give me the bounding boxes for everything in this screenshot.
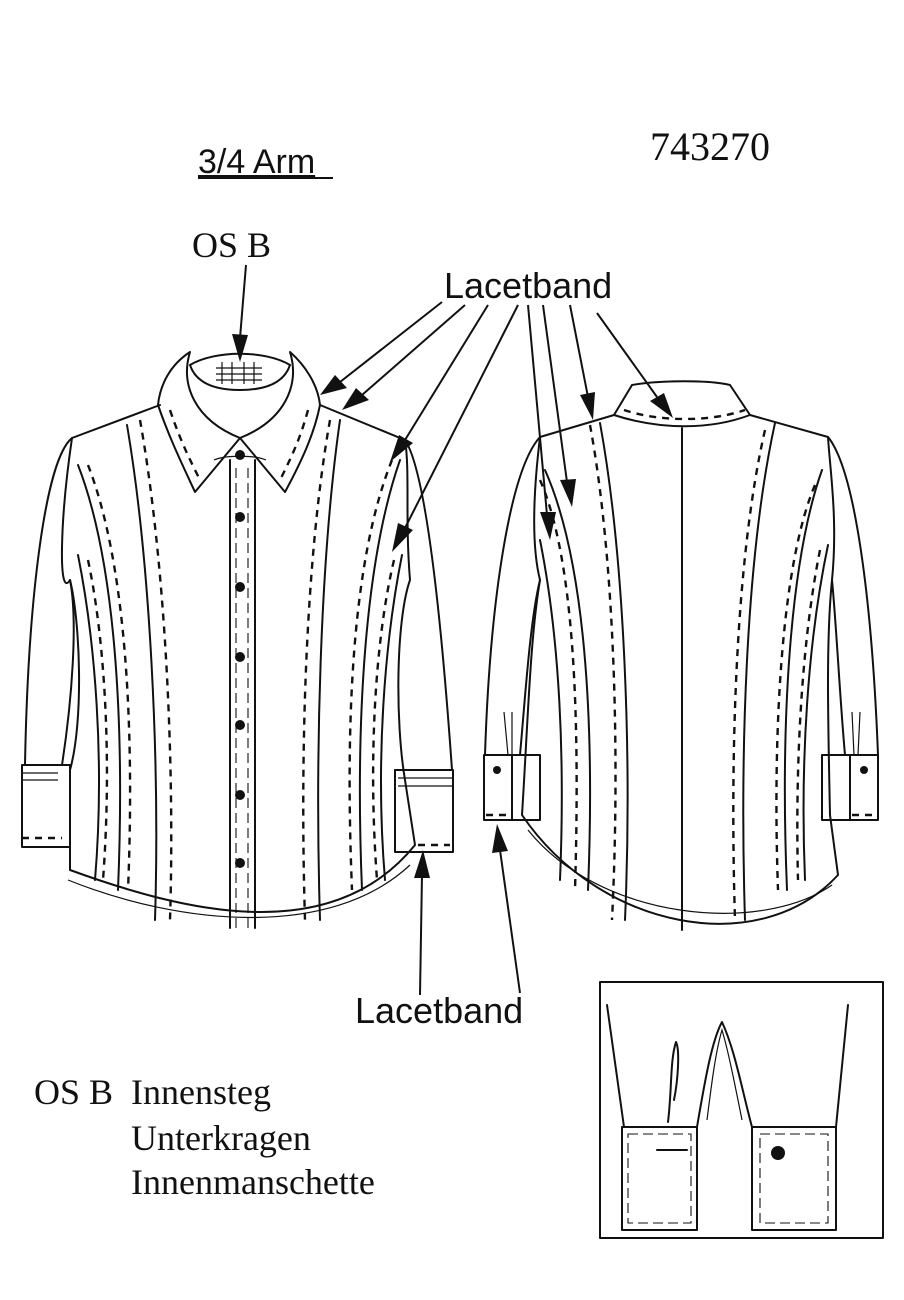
front-right-cuff <box>394 769 454 853</box>
back-collar <box>613 380 751 428</box>
os-b-label: OS B <box>192 225 271 265</box>
front-left-sleeve <box>24 437 75 766</box>
back-view <box>483 380 879 931</box>
note-innenmanschette: Innenmanschette <box>131 1162 375 1202</box>
note-unterkragen: Unterkragen <box>131 1118 311 1158</box>
front-buttons <box>235 450 245 868</box>
callout-arrows <box>232 264 673 996</box>
front-right-sleeve <box>394 439 453 771</box>
lacetband-label-top: Lacetband <box>444 265 612 306</box>
article-number: 743270 <box>650 124 770 169</box>
cuff-detail-left <box>621 1126 698 1231</box>
back-right-sleeve <box>827 436 879 756</box>
front-left-cuff <box>21 764 71 848</box>
back-left-sleeve <box>484 436 541 756</box>
note-innensteg: Innensteg <box>131 1072 271 1112</box>
back-left-cuff <box>483 754 513 821</box>
cuff-detail-frame <box>599 981 884 1239</box>
front-collar-stand <box>189 352 291 391</box>
cuff-detail-inset <box>599 981 884 1239</box>
front-view <box>21 351 454 929</box>
notes-prefix: OS B <box>34 1072 113 1112</box>
lacetband-label-bottom: Lacetband <box>355 990 523 1031</box>
sleeve-title: 3/4 Arm <box>198 143 315 181</box>
os-b-hatch <box>216 362 262 384</box>
cuff-detail-right <box>751 1126 837 1231</box>
front-collar <box>157 351 321 493</box>
back-right-cuff <box>849 754 879 821</box>
front-body-outline <box>60 404 416 914</box>
cuff-button <box>771 1146 785 1160</box>
